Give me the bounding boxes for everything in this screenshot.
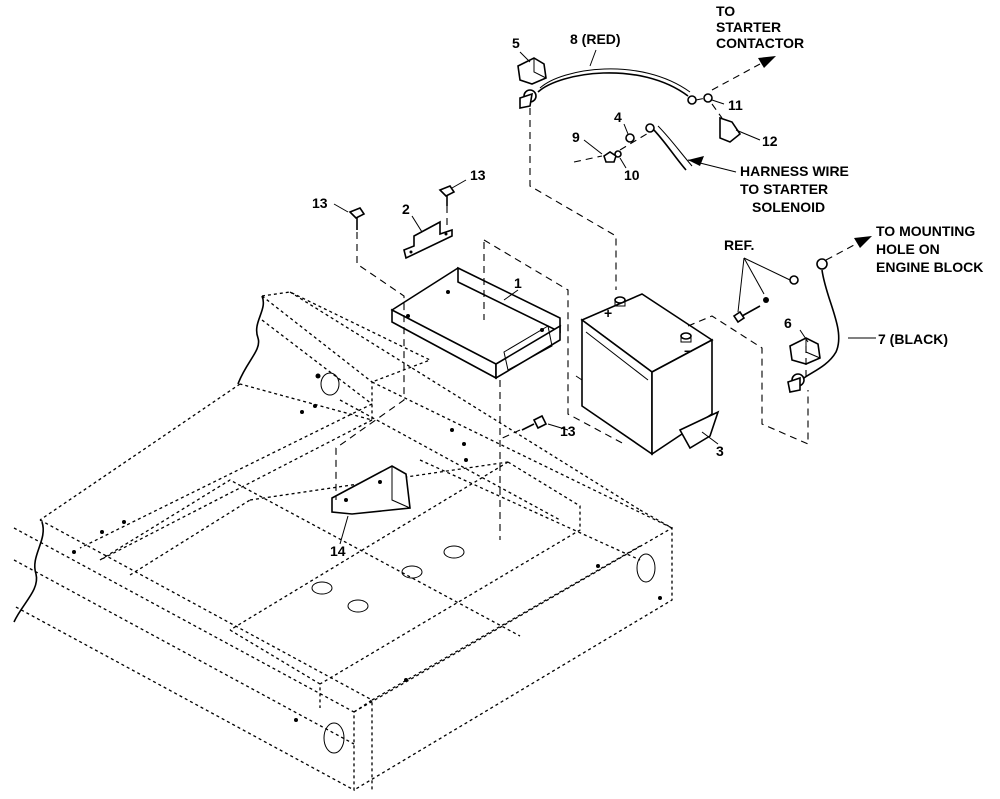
callout-13-right: 13	[560, 423, 576, 439]
terminal-boot-icon	[789, 337, 821, 365]
bolt-13-upper	[438, 185, 456, 206]
negative-terminal-label: −	[684, 343, 692, 359]
battery-icon: + −	[575, 293, 720, 456]
note-line: CONTACTOR	[716, 35, 804, 51]
nut-11	[703, 93, 713, 103]
note-line: ENGINE BLOCK	[876, 259, 983, 275]
note-line: SOLENOID	[752, 199, 825, 215]
washer-4	[625, 133, 635, 143]
lockwasher-10	[614, 150, 622, 158]
note-starter-contactor: TO STARTER CONTACTOR	[716, 3, 804, 51]
note-line: TO MOUNTING	[876, 223, 975, 239]
frame-hole	[347, 599, 369, 613]
callout-2: 2	[402, 201, 410, 217]
callout-6: 6	[784, 315, 792, 331]
frame-hole	[323, 722, 345, 754]
callout-1: 1	[514, 275, 522, 291]
note-line: HOLE ON	[876, 241, 940, 257]
hold-down-clamp-2	[403, 220, 453, 260]
red-cable-8	[519, 68, 697, 109]
bolt-13-right	[521, 414, 548, 431]
callout-4: 4	[614, 109, 622, 125]
positive-terminal-label: +	[604, 305, 612, 321]
bolt-icon	[732, 310, 746, 324]
hardware-set	[603, 93, 799, 324]
black-cable-7	[787, 258, 840, 393]
note-line: HARNESS WIRE	[740, 163, 849, 179]
frame-hole	[401, 565, 423, 579]
callout-5: 5	[512, 35, 520, 51]
arrow-icon	[711, 56, 776, 91]
note-line: TO STARTER	[740, 181, 828, 197]
frame-assembly	[13, 291, 673, 792]
callout-9: 9	[572, 129, 580, 145]
mounting-bracket-14	[331, 465, 411, 515]
callout-11: 11	[728, 97, 743, 113]
callout-13-upper: 13	[470, 167, 486, 183]
leader-lines	[333, 49, 876, 545]
callout-8: 8 (RED)	[570, 31, 621, 47]
callout-14: 14	[330, 543, 346, 559]
callout-13-left: 13	[312, 195, 328, 211]
note-mounting-hole: TO MOUNTING HOLE ON ENGINE BLOCK	[876, 223, 983, 275]
frame-hole	[320, 372, 340, 396]
frame-hole	[311, 581, 333, 595]
alignment-lines	[335, 97, 809, 540]
callout-ref: REF.	[724, 237, 754, 253]
arrow-icon	[825, 236, 872, 261]
callout-7: 7 (BLACK)	[878, 331, 948, 347]
callout-10: 10	[624, 167, 640, 183]
note-harness-wire: HARNESS WIRE TO STARTER SOLENOID	[740, 163, 849, 215]
boot-12	[719, 116, 742, 143]
frame-hole	[636, 553, 656, 583]
frame-break-line-left	[237, 295, 265, 385]
nut-9	[603, 151, 617, 163]
callout-3: 3	[716, 443, 724, 459]
battery-tray-1	[390, 266, 562, 380]
note-line: STARTER	[716, 19, 781, 35]
note-line: TO	[716, 3, 735, 19]
callout-12: 12	[762, 133, 778, 149]
terminal-boot-icon	[517, 57, 547, 85]
frame-hole	[443, 545, 465, 559]
bolt-13-left	[348, 207, 366, 230]
arrow-icon	[688, 156, 704, 166]
frame-break-line-lower	[13, 521, 45, 623]
